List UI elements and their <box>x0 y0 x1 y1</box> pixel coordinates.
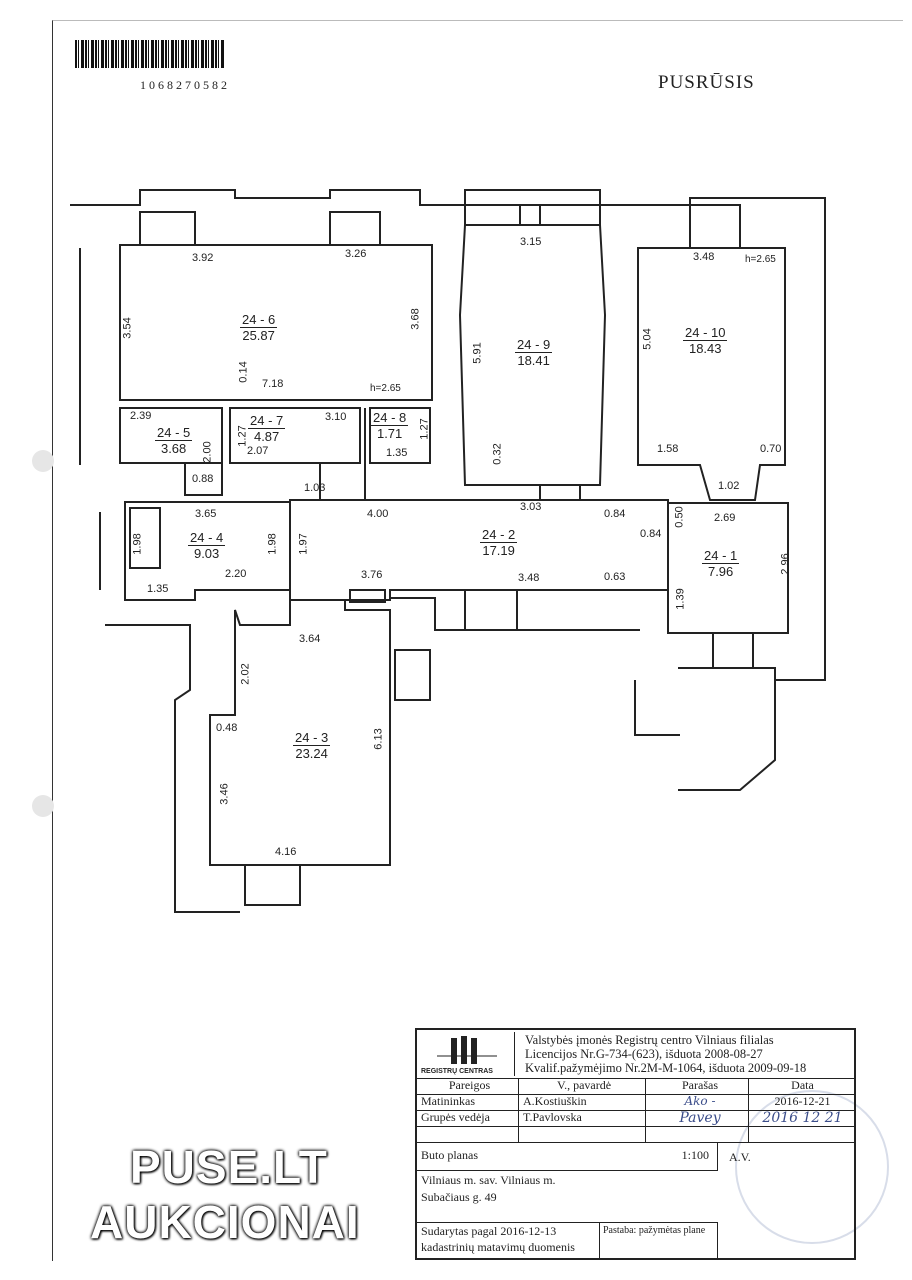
date: 2016-12-21 <box>774 1094 831 1108</box>
height-label: h=2.65 <box>745 254 776 265</box>
dimension-label: 3.92 <box>192 252 214 264</box>
org-line: Kvalif.pažymėjimo Nr.2M-M-1064, išduota … <box>525 1061 807 1075</box>
dimension-label: 7.18 <box>262 378 284 390</box>
dimension-label: 3.15 <box>520 236 542 248</box>
watermark-line1: PUSE.LT <box>130 1141 328 1193</box>
dimension-label: 3.10 <box>325 411 347 423</box>
dimension-label: 1.58 <box>657 443 679 455</box>
floor-title: PUSRŪSIS <box>658 72 755 93</box>
header-date: Data <box>791 1078 814 1092</box>
name: A.Kostiuškin <box>519 1094 646 1110</box>
dimension-label: 3.48 <box>518 572 540 584</box>
dimension-label: 6.13 <box>372 728 385 750</box>
dimension-label: 0.70 <box>760 443 782 455</box>
dimension-label: 1.35 <box>386 447 408 459</box>
signature: Ako - <box>648 1094 749 1110</box>
punch-hole <box>32 450 54 472</box>
table-header: Pareigos V., pavardė Parašas Data <box>417 1078 854 1095</box>
compiled-source: kadastrinių matavimų duomenis <box>421 1240 575 1254</box>
dimension-label: 1.27 <box>418 418 431 440</box>
watermark-line2: AUKCIONAI <box>90 1196 360 1248</box>
dimension-label: 5.04 <box>641 328 654 350</box>
handwritten-date: 2016 12 21 <box>762 1110 843 1126</box>
dimension-label: 4.16 <box>275 846 297 858</box>
official-stamp <box>735 1090 889 1244</box>
dimension-label: 0.88 <box>192 473 214 485</box>
document-sheet <box>52 20 903 1261</box>
plan-type: Buto planas <box>421 1148 478 1162</box>
dimension-label: 1.02 <box>718 480 740 492</box>
dimension-label: 3.68 <box>409 308 422 330</box>
dimension-label: 0.32 <box>491 443 504 465</box>
dimension-label: 2.69 <box>714 512 736 524</box>
dimension-label: 4.00 <box>367 508 389 520</box>
dimension-label: 3.65 <box>195 508 217 520</box>
org-line: Licencijos Nr.G-734-(623), išduota 2008-… <box>525 1047 763 1061</box>
header-signature: Parašas <box>648 1078 749 1094</box>
compiled-label: Sudarytas pagal <box>421 1224 498 1238</box>
header-name: V., pavardė <box>519 1078 646 1094</box>
dimension-label: 0.63 <box>604 571 626 583</box>
dimension-label: 3.48 <box>693 251 715 263</box>
role: Grupės vedėja <box>417 1110 519 1126</box>
table-row: Matininkas A.Kostiuškin Ako - 2016-12-21 <box>417 1094 854 1111</box>
dimension-label: 1.35 <box>147 583 169 595</box>
dimension-label: 2.96 <box>779 553 792 575</box>
dimension-label: 2.20 <box>225 568 247 580</box>
dimension-label: 3.03 <box>520 501 542 513</box>
barcode-number: 1068270582 <box>140 78 230 92</box>
dimension-label: 5.91 <box>471 342 484 364</box>
note: Pastaba: pažymėtas plane <box>603 1225 706 1236</box>
dimension-label: 1.97 <box>297 533 310 555</box>
dimension-label: 2.00 <box>201 441 214 463</box>
dimension-label: 3.46 <box>218 783 231 805</box>
dimension-label: 1.27 <box>236 425 249 447</box>
dimension-label: 1.03 <box>304 482 326 494</box>
scale: 1:100 <box>681 1148 709 1162</box>
dimension-label: 0.84 <box>640 528 662 540</box>
registru-centras-logo: REGISTRŲ CENTRAS <box>419 1032 515 1076</box>
dimension-label: 0.84 <box>604 508 626 520</box>
name: T.Pavlovska <box>519 1110 646 1126</box>
dimension-label: 2.07 <box>247 445 269 457</box>
dimension-label: 1.98 <box>131 533 144 555</box>
dimension-label: 1.39 <box>674 588 687 610</box>
dimension-label: 0.50 <box>673 506 686 528</box>
height-label: h=2.65 <box>370 383 401 394</box>
dimension-label: 0.48 <box>216 722 238 734</box>
signature: Pavey <box>648 1110 749 1126</box>
header-role: Pareigos <box>417 1078 519 1094</box>
dimension-label: 2.39 <box>130 410 152 422</box>
dimension-label: 3.26 <box>345 248 367 260</box>
dimension-label: 3.76 <box>361 569 383 581</box>
address-line: Subačiaus g. 49 <box>421 1190 497 1204</box>
role: Matininkas <box>417 1094 519 1110</box>
compiled-date: 2016-12-13 <box>500 1224 557 1238</box>
dimension-label: 1.98 <box>266 533 279 555</box>
dimension-label: 3.64 <box>299 633 321 645</box>
table-row: Grupės vedėja T.Pavlovska Pavey 2016 12 … <box>417 1110 854 1127</box>
dimension-label: 0.14 <box>237 361 250 383</box>
punch-hole <box>32 795 54 817</box>
address-line: Vilniaus m. sav. Vilniaus m. <box>421 1173 556 1187</box>
org-line: Valstybės įmonės Registrų centro Vilniau… <box>525 1033 774 1047</box>
title-block: REGISTRŲ CENTRAS Valstybės įmonės Regist… <box>415 1028 856 1260</box>
av-label: A.V. <box>729 1150 751 1164</box>
barcode <box>75 40 225 68</box>
dimension-label: 2.02 <box>239 663 252 685</box>
dimension-label: 3.54 <box>121 317 134 339</box>
